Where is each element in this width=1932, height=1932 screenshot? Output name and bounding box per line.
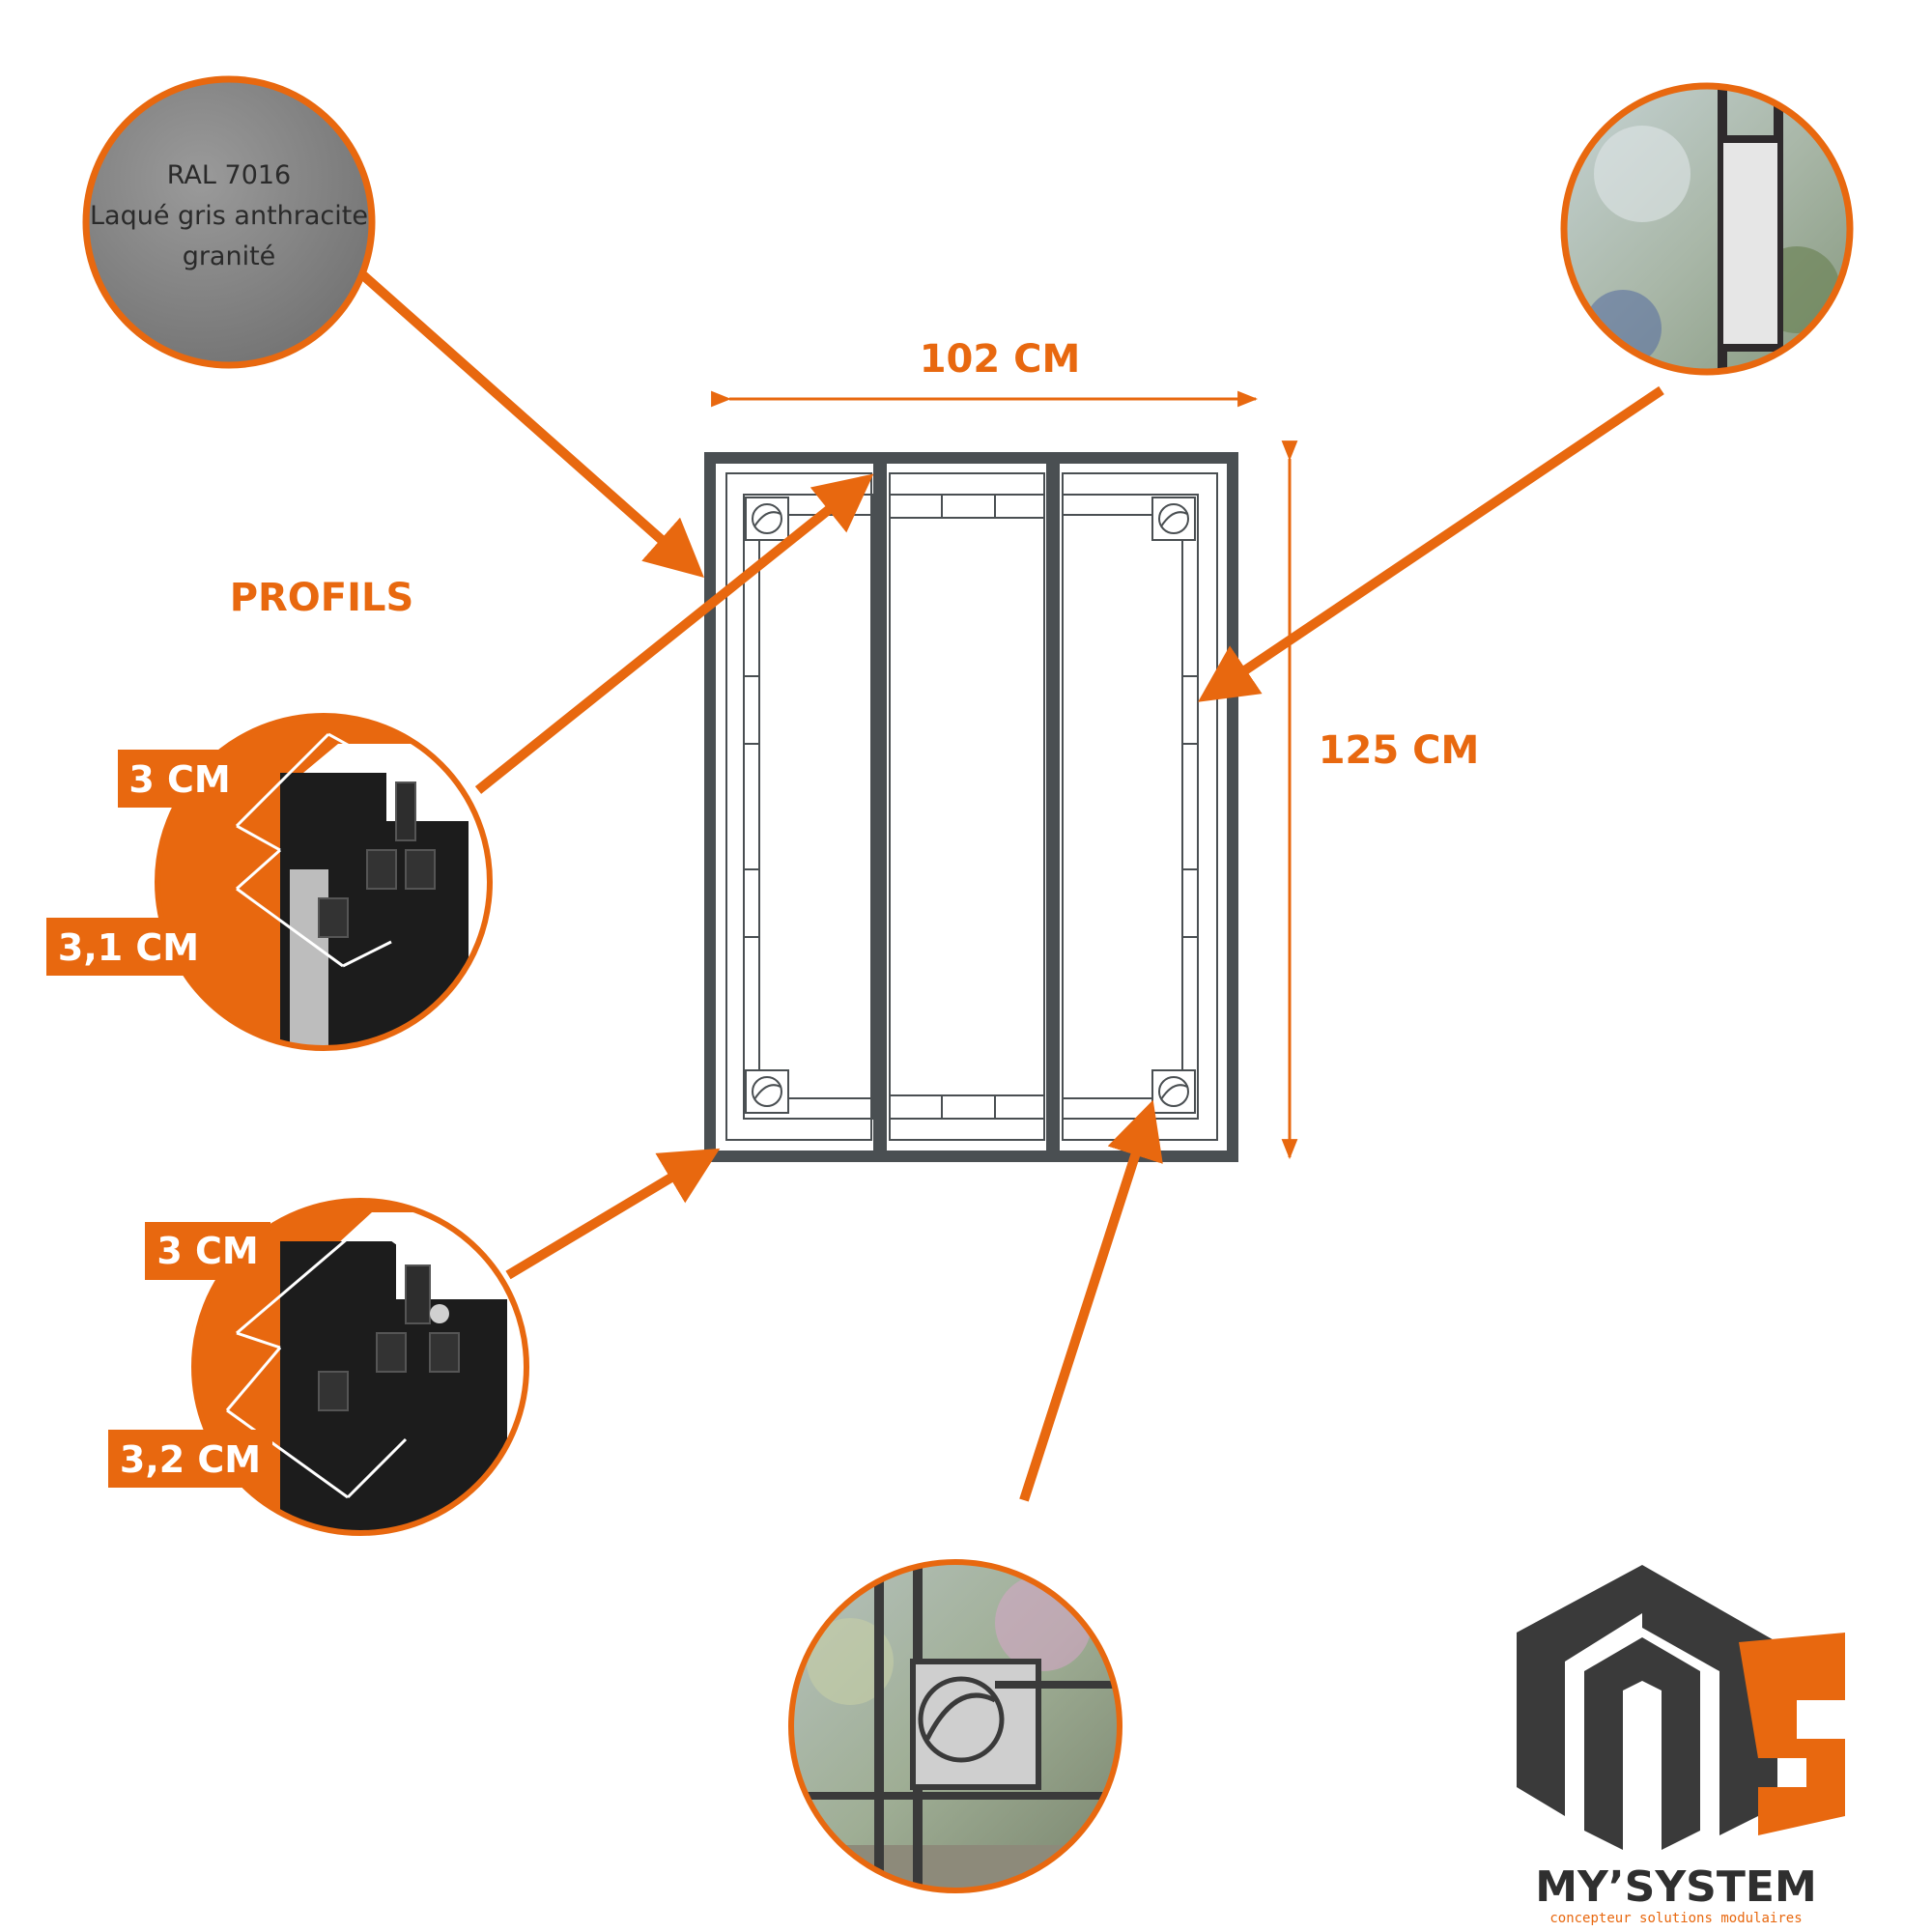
detail-photo-icon	[1564, 86, 1850, 372]
profile-bottom-dim-b: 3,2 CM	[120, 1438, 261, 1481]
profile-bottom-dim-a: 3 CM	[156, 1230, 258, 1272]
brand-name: MY’SYSTEM	[1535, 1862, 1816, 1912]
width-dimension: 102 CM	[711, 337, 1259, 408]
profiles-title: PROFILS	[230, 576, 414, 620]
swatch-line-3: granité	[183, 242, 276, 271]
brand-logo-icon	[1517, 1565, 1845, 1850]
top-right-detail-callout	[1560, 82, 1854, 376]
swatch-line-2: Laqué gris anthracite	[90, 201, 368, 231]
profile-top-dim-a: 3 CM	[128, 758, 230, 801]
window-frame	[704, 452, 1238, 1162]
height-dimension: 125 CM	[1281, 440, 1480, 1160]
color-swatch-callout: RAL 7016 Laqué gris anthracite granité	[82, 75, 376, 369]
callout-arrows	[359, 271, 1664, 1502]
corner-ornament-icon	[745, 497, 1196, 1114]
swatch-line-1: RAL 7016	[167, 160, 291, 190]
profile-section-top: 3 CM 3,1 CM	[46, 713, 493, 1051]
bottom-detail-callout	[788, 1559, 1122, 1893]
profile-top-dim-b: 3,1 CM	[58, 926, 199, 969]
width-label: 102 CM	[920, 337, 1081, 382]
profile-section-bottom: 3 CM 3,2 CM	[108, 1198, 529, 1536]
brand-tagline: concepteur solutions modulaires	[1549, 1911, 1802, 1926]
color-swatch-icon	[86, 79, 372, 365]
height-label: 125 CM	[1319, 728, 1480, 773]
